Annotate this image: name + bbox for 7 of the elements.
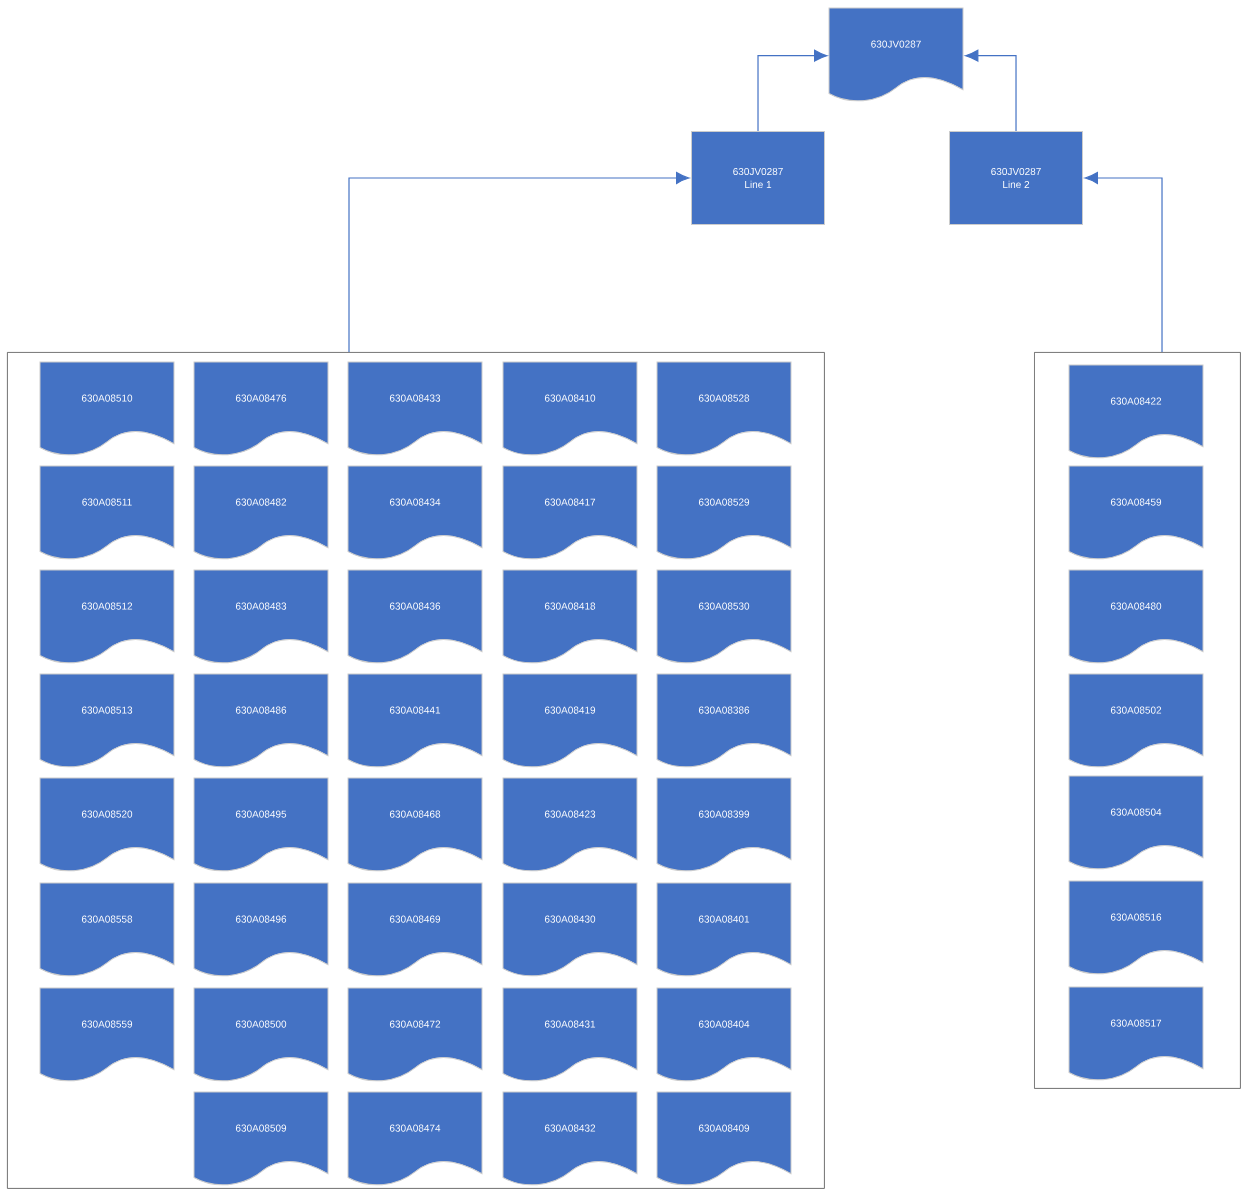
arrow [348,172,690,353]
arrow [757,49,828,132]
process-box: 630JV0287 Line 2 [949,131,1083,225]
process-box: 630JV0287 Line 1 [691,131,825,225]
arrow [965,49,1017,132]
arrow [1084,172,1163,353]
group-frame [7,352,825,1189]
